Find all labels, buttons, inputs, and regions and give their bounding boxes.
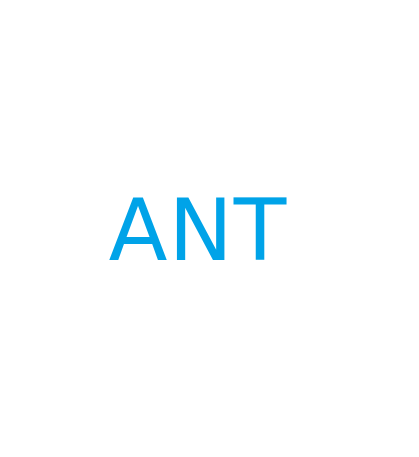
logo-text: ANT — [108, 181, 288, 281]
